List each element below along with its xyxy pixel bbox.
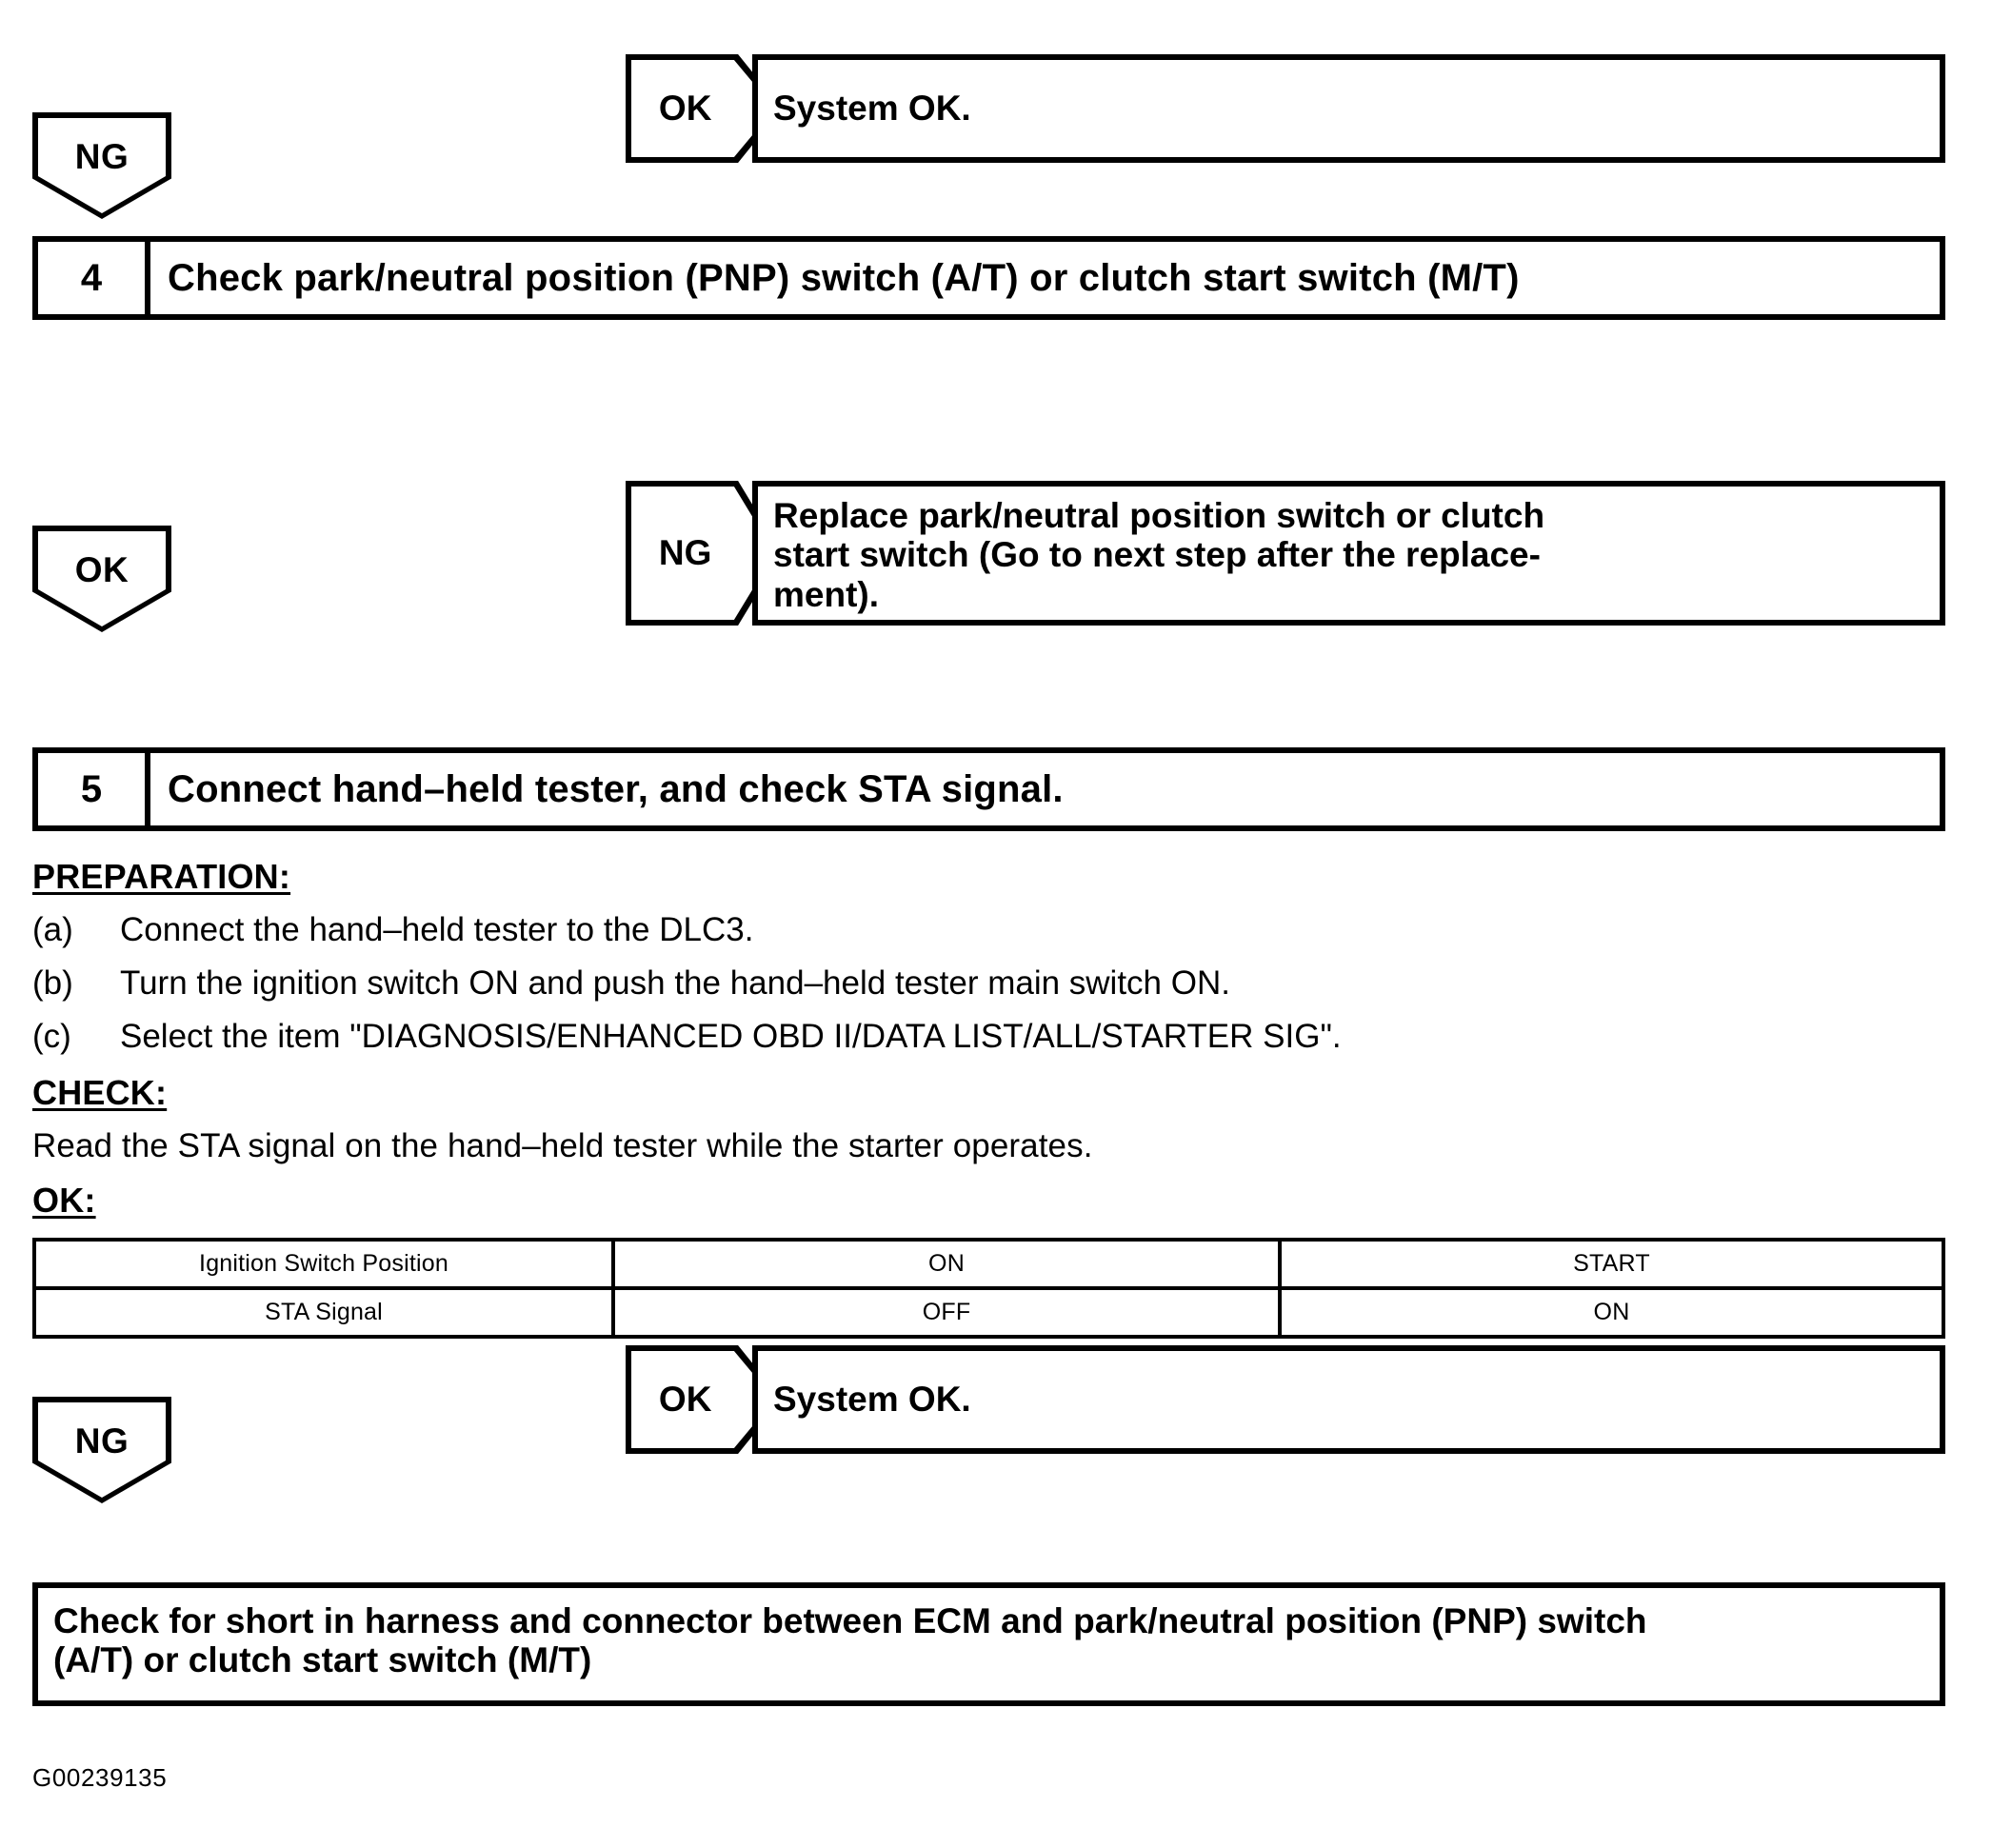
replace-switch-box: Replace park/neutral position switch or … xyxy=(752,481,1945,626)
step-4-number: 4 xyxy=(38,242,150,314)
preparation-heading: PREPARATION: xyxy=(32,857,291,896)
system-ok-box-top: System OK. xyxy=(752,54,1945,163)
step-5-number: 5 xyxy=(38,753,150,825)
step-5-bar: 5 Connect hand–held tester, and check ST… xyxy=(32,747,1945,831)
replace-switch-line-3: ment). xyxy=(773,574,879,614)
final-action-box-text: Check for short in harness and connector… xyxy=(38,1588,1663,1680)
ok-branch-tag-bottom-label: OK xyxy=(658,1380,712,1419)
ng-connector-top: NG xyxy=(32,112,171,219)
preparation-step-a-text: Connect the hand–held tester to the DLC3… xyxy=(120,911,754,948)
spec-row-0-col3: START xyxy=(1278,1238,1945,1290)
preparation-step-c-marker: (c) xyxy=(32,1018,71,1055)
final-action-line-2: (A/T) or clutch start switch (M/T) xyxy=(53,1640,592,1680)
table-row: STA Signal OFF ON xyxy=(32,1286,1945,1339)
ng-branch-tag-mid-label: NG xyxy=(658,533,712,572)
figure-reference-code: G00239135 xyxy=(32,1763,168,1792)
step-4-title: Check park/neutral position (PNP) switch… xyxy=(168,256,1520,299)
system-ok-box-bottom: System OK. xyxy=(752,1345,1945,1454)
ng-connector-bottom-label: NG xyxy=(74,1421,129,1461)
system-ok-box-bottom-text: System OK. xyxy=(773,1380,971,1420)
ok-connector-mid-label: OK xyxy=(74,550,129,589)
preparation-step-b-text: Turn the ignition switch ON and push the… xyxy=(120,964,1230,1002)
check-text: Read the STA signal on the hand–held tes… xyxy=(32,1127,1093,1164)
spec-row-1-col3: ON xyxy=(1278,1286,1945,1339)
replace-switch-line-1: Replace park/neutral position switch or … xyxy=(773,496,1545,535)
step-5-title: Connect hand–held tester, and check STA … xyxy=(168,767,1064,810)
ng-connector-bottom: NG xyxy=(32,1397,171,1503)
preparation-step-b-marker: (b) xyxy=(32,964,73,1002)
system-ok-box-top-text: System OK. xyxy=(773,89,971,129)
table-row: Ignition Switch Position ON START xyxy=(32,1238,1945,1290)
sta-signal-spec-table: Ignition Switch Position ON START STA Si… xyxy=(32,1238,1945,1339)
replace-switch-box-text: Replace park/neutral position switch or … xyxy=(758,487,1560,614)
ok-branch-tag-top-label: OK xyxy=(658,89,712,128)
ok-connector-mid: OK xyxy=(32,526,171,632)
final-action-line-1: Check for short in harness and connector… xyxy=(53,1601,1647,1640)
ng-connector-top-label: NG xyxy=(74,137,129,176)
replace-switch-line-2: start switch (Go to next step after the … xyxy=(773,535,1541,575)
preparation-step-a-marker: (a) xyxy=(32,911,73,948)
spec-row-0-col2: ON xyxy=(611,1238,1282,1290)
preparation-step-c-text: Select the item "DIAGNOSIS/ENHANCED OBD … xyxy=(120,1018,1342,1055)
check-heading: CHECK: xyxy=(32,1073,168,1112)
preparation-step-c: (c) Select the item "DIAGNOSIS/ENHANCED … xyxy=(32,1018,1342,1056)
spec-row-1-label: STA Signal xyxy=(32,1286,615,1339)
spec-row-0-label: Ignition Switch Position xyxy=(32,1238,615,1290)
ok-heading: OK: xyxy=(32,1181,96,1220)
step-4-bar: 4 Check park/neutral position (PNP) swit… xyxy=(32,236,1945,320)
preparation-step-a: (a) Connect the hand–held tester to the … xyxy=(32,911,753,949)
spec-row-1-col2: OFF xyxy=(611,1286,1282,1339)
final-action-box: Check for short in harness and connector… xyxy=(32,1582,1945,1706)
preparation-step-b: (b) Turn the ignition switch ON and push… xyxy=(32,964,1230,1003)
